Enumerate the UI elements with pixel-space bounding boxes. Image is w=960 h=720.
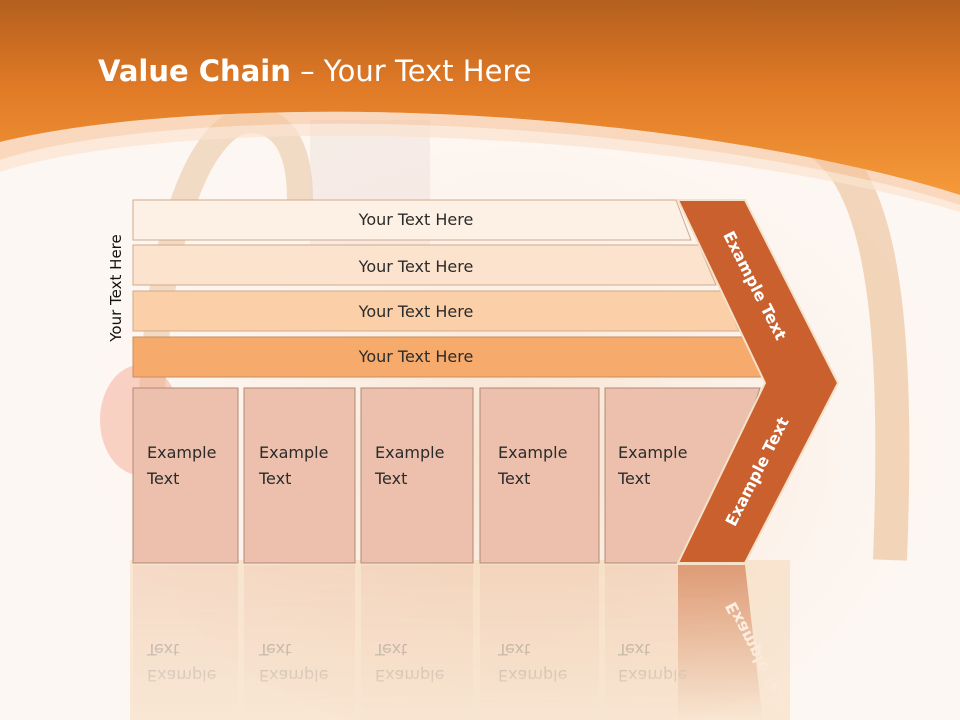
chevron-shape [676,199,840,564]
refl-line2-2: Text [374,640,407,659]
bar-label-2: Your Text Here [358,302,474,321]
refl-line2-3: Text [497,640,530,659]
slide-title: Value Chain – Your Text Here [98,54,532,88]
refl-line1-4: Example [618,666,687,685]
cell-line1-1: Example [259,443,328,462]
cell-line1-4: Example [618,443,687,462]
title-rest: – Your Text Here [290,54,532,88]
cell-3: Example Text [479,387,600,564]
header-swoosh [0,0,960,195]
bar-label-1: Your Text Here [358,257,474,276]
refl-line1-0: Example [147,666,216,685]
cell-1: Example Text [243,387,356,564]
refl-line2-0: Text [146,640,179,659]
cell-4: Example Text [604,387,761,564]
cell-0: Example Text [132,387,239,564]
cell-line1-0: Example [147,443,216,462]
bar-2: Your Text Here [132,290,740,332]
bar-1: Your Text Here [132,244,717,286]
cell-line2-1: Text [258,469,291,488]
cell-2: Example Text [360,387,474,564]
diagram-reflection: Text Example Text Example Text Example T… [133,565,793,720]
bar-0: Your Text Here [132,199,692,241]
bar-shape-1 [132,244,717,286]
refl-line1-2: Example [375,666,444,685]
bar-shape-0 [132,199,692,241]
cell-line2-0: Text [146,469,179,488]
cell-line2-4: Text [617,469,650,488]
cell-box-1 [243,387,356,564]
bar-shape-2 [132,290,740,332]
cell-box-3 [479,387,600,564]
bar-3: Your Text Here [132,336,763,378]
cell-line1-3: Example [498,443,567,462]
title-bold: Value Chain [98,54,291,88]
cell-line2-2: Text [374,469,407,488]
cell-box-0 [132,387,239,564]
refl-line1-3: Example [498,666,567,685]
refl-line2-4: Text [617,640,650,659]
cell-box-2 [360,387,474,564]
refl-line1-1: Example [259,666,328,685]
cell-line2-3: Text [497,469,530,488]
bar-label-3: Your Text Here [358,347,474,366]
bar-label-0: Your Text Here [358,210,474,229]
cell-line1-2: Example [375,443,444,462]
refl-line2-1: Text [258,640,291,659]
